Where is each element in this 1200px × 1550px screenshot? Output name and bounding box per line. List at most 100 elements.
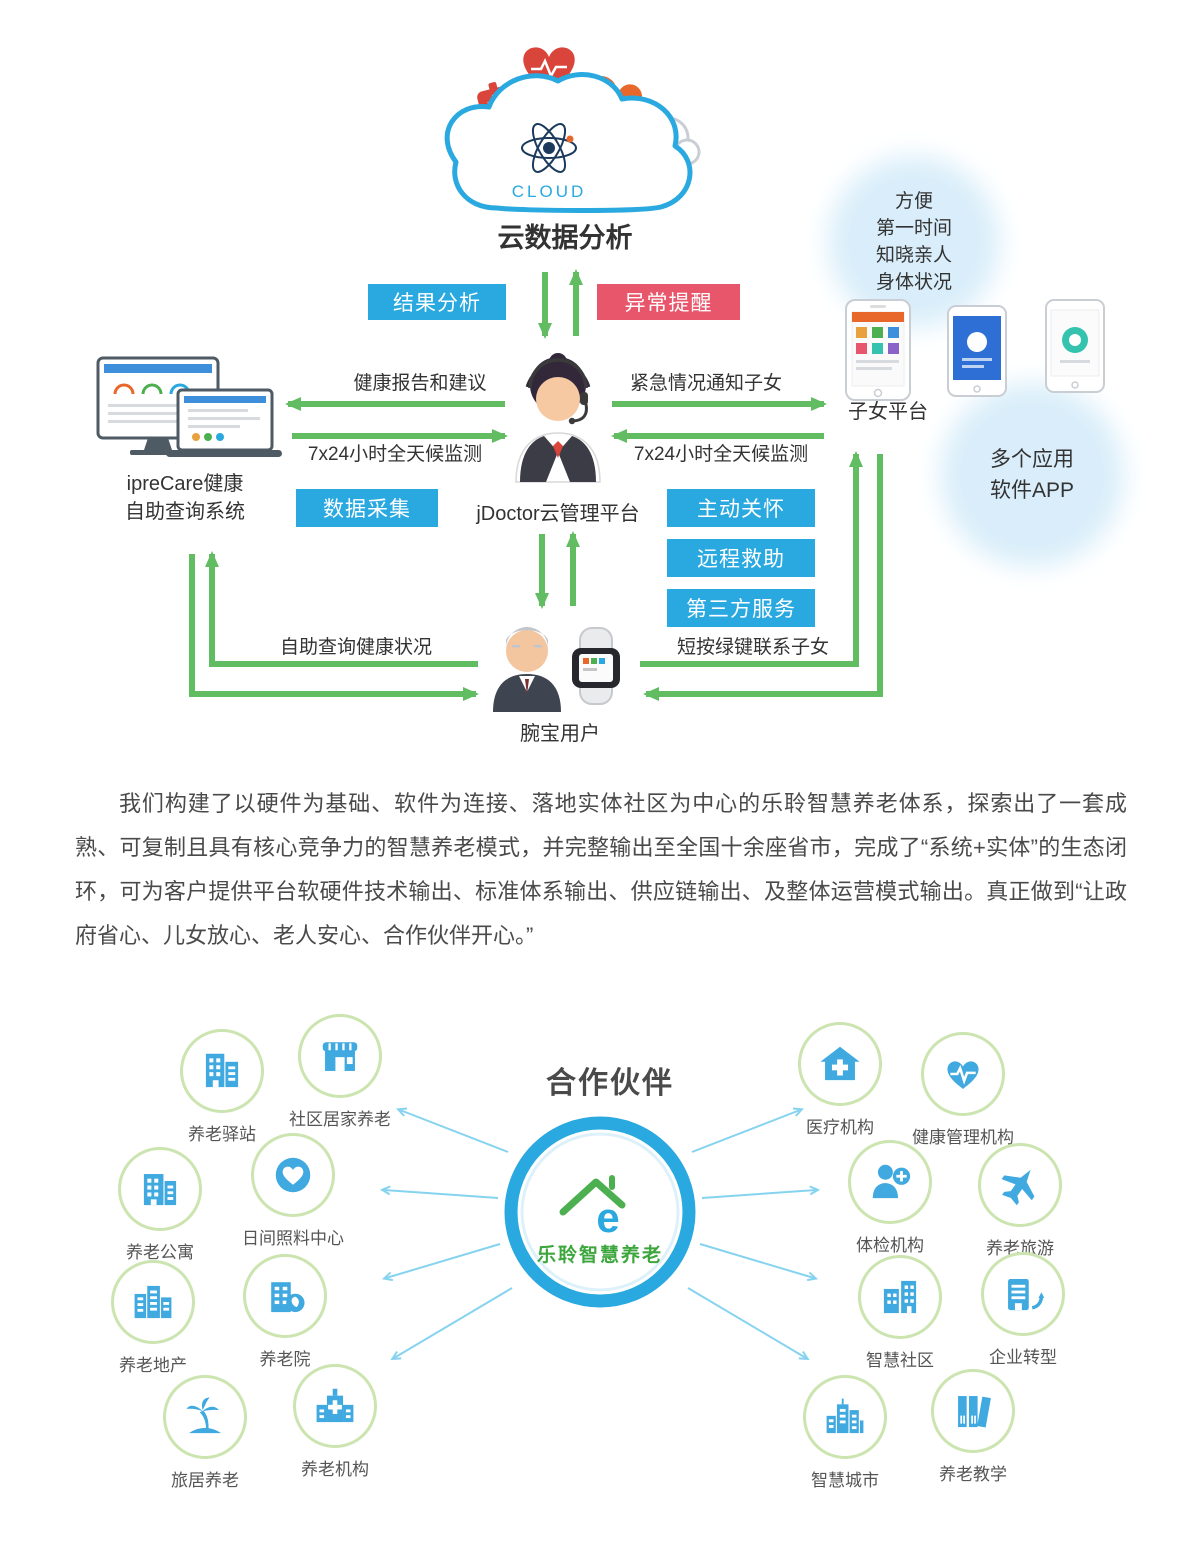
plane-icon (1001, 1169, 1035, 1206)
partner-circle (803, 1375, 887, 1459)
person-plus-icon (872, 1164, 911, 1199)
bubble-line: 多个应用 (990, 448, 1074, 471)
partner-item: 日间照料中心 (218, 1133, 368, 1249)
partner-item: 企业转型 (948, 1252, 1098, 1368)
partner-circle (848, 1140, 932, 1224)
partner-item: 养老院 (210, 1254, 360, 1370)
partner-item: 养老机构 (260, 1364, 410, 1480)
jdoctor-platform-label: jDoctor云管理平台 (476, 503, 640, 525)
partner-item: 旅居养老 (130, 1375, 280, 1491)
partner-label: 养老院 (259, 1350, 311, 1369)
partner-item: 养老旅游 (945, 1143, 1095, 1259)
flow-arrows (189, 269, 883, 701)
partner-item: 医疗机构 (765, 1022, 915, 1138)
partner-circle (111, 1260, 195, 1344)
cloud-icon: CLOUD (444, 72, 693, 213)
location-pin-icon (617, 84, 643, 134)
bubble-line: 软件APP (989, 479, 1075, 502)
phone-health-icon (1045, 299, 1105, 393)
partner-label: 社区居家养老 (289, 1110, 391, 1129)
partner-label: 健康管理机构 (912, 1128, 1014, 1147)
partner-label: 旅居养老 (171, 1471, 239, 1490)
partner-item: 养老驿站 (147, 1029, 297, 1145)
bubble-line: 知晓亲人 (875, 245, 952, 266)
partner-circle (858, 1255, 942, 1339)
partner-label: 养老公寓 (126, 1243, 194, 1262)
city-skyline-icon (826, 1398, 864, 1434)
abnormal-alert-badge: 异常提醒 (597, 284, 740, 320)
wrist-user-label: 腕宝用户 (520, 723, 600, 745)
partner-circle (243, 1254, 327, 1338)
partner-label: 养老旅游 (986, 1239, 1054, 1258)
partner-label: 体检机构 (856, 1236, 924, 1255)
beach-palm-icon (186, 1397, 222, 1434)
partner-label: 养老驿站 (188, 1125, 256, 1144)
partner-circle (118, 1147, 202, 1231)
health-report-label: 健康报告和建议 (353, 373, 487, 394)
partner-circle (298, 1014, 382, 1098)
partner-label: 企业转型 (989, 1348, 1057, 1367)
center-logo-label: 乐聆智慧养老 (536, 1245, 663, 1266)
logo-e-mark: e (596, 1194, 619, 1241)
laptop-icon (166, 388, 282, 457)
cloud-label: CLOUD (512, 182, 587, 201)
remote-rescue-badge: 远程救助 (667, 539, 815, 577)
children-platform-label: 子女平台 (848, 401, 928, 423)
partner-circle (798, 1022, 882, 1106)
partner-item: 智慧城市 (770, 1375, 920, 1491)
partner-item: 养老公寓 (85, 1147, 235, 1263)
dot-icon (659, 113, 669, 123)
partner-label: 养老地产 (119, 1356, 187, 1375)
partner-label: 养老机构 (301, 1460, 369, 1479)
partner-circle (921, 1032, 1005, 1116)
partner-label: 医疗机构 (806, 1118, 874, 1137)
description-paragraph: 我们构建了以硬件为基础、软件为连接、落地实体社区为中心的乐聆智慧养老体系，探索出… (75, 791, 1127, 948)
bubble-line: 身体状况 (875, 272, 952, 293)
monitor-left-label: 7x24小时全天候监测 (307, 444, 483, 465)
operator-icon (515, 353, 601, 483)
partner-label: 智慧城市 (811, 1471, 879, 1490)
partner-circle (251, 1133, 335, 1217)
emergency-notify-label: 紧急情况通知子女 (629, 373, 782, 394)
partner-circle (163, 1375, 247, 1459)
phone-chat-icon (947, 305, 1007, 397)
smartwatch-icon (572, 627, 620, 705)
home-store-icon (322, 1042, 358, 1071)
heartbeat-icon (947, 1061, 979, 1089)
data-collection-badge: 数据采集 (296, 489, 438, 527)
partner-item: 健康管理机构 (888, 1032, 1038, 1148)
partner-item: 养老地产 (78, 1260, 228, 1376)
books-icon (958, 1396, 991, 1428)
active-care-badge: 主动关怀 (667, 489, 815, 527)
partner-label: 养老教学 (939, 1465, 1007, 1484)
phone-apps-icon (845, 299, 911, 401)
building-icon (205, 1053, 239, 1088)
partners-title: 合作伙伴 (546, 1067, 674, 1100)
elderly-user-icon (493, 627, 561, 712)
heart-circle-icon (275, 1157, 311, 1193)
camera-icon (585, 76, 617, 108)
partner-circle (978, 1143, 1062, 1227)
partner-label: 日间照料中心 (242, 1229, 344, 1248)
third-party-badge: 第三方服务 (667, 589, 815, 627)
hospital-icon (316, 1388, 354, 1423)
partner-item: 养老教学 (898, 1369, 1048, 1485)
apartment-icon (143, 1174, 177, 1206)
nursing-home-icon (271, 1282, 305, 1313)
medical-building-icon (820, 1046, 860, 1081)
diagram-title: 云数据分析 (497, 223, 633, 253)
result-analysis-badge: 结果分析 (368, 284, 506, 320)
iprecare-label-line2: 自助查询系统 (125, 501, 245, 523)
partner-item: 智慧社区 (825, 1255, 975, 1371)
bubble-line: 第一时间 (875, 218, 952, 239)
iprecare-label-line1: ipreCare健康 (126, 473, 244, 495)
city-buildings-icon (134, 1285, 172, 1319)
partner-circle (180, 1029, 264, 1113)
bubble-line: 方便 (894, 191, 933, 212)
enterprise-icon (1008, 1279, 1045, 1311)
monitor-right-label: 7x24小时全天候监测 (633, 444, 809, 465)
partner-item: 社区居家养老 (265, 1014, 415, 1130)
gray-cloud-icon (646, 116, 701, 166)
desktop-icon (96, 356, 220, 455)
